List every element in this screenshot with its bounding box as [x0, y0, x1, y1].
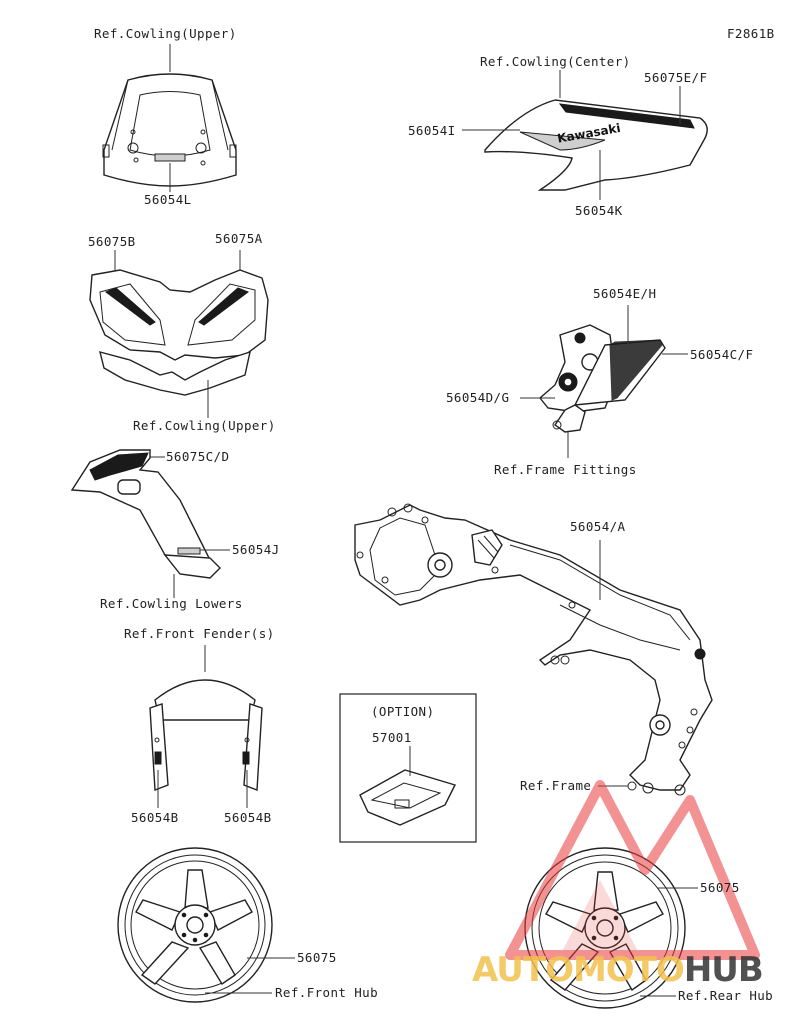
watermark: AUTOMOTOHUB [472, 950, 764, 990]
label-56054A: 56054/A [570, 519, 626, 534]
watermark-part-2: HUB [683, 950, 764, 990]
label-56054B-left: 56054B [131, 810, 179, 825]
label-56075CD: 56075C/D [166, 449, 230, 464]
label-56054CF: 56054C/F [690, 347, 754, 362]
label-56054K: 56054K [575, 203, 623, 218]
label-56054B-right: 56054B [224, 810, 272, 825]
lower-cowling [70, 449, 230, 598]
label-56054I: 56054I [408, 123, 456, 138]
watermark-logo-mark [505, 780, 760, 960]
label-ref-cowling-lowers: Ref.Cowling Lowers [100, 596, 243, 611]
label-ref-front-hub: Ref.Front Hub [275, 985, 379, 1000]
label-ref-frame-fittings: Ref.Frame Fittings [494, 462, 637, 477]
label-ref-cowling-upper-top: Ref.Cowling(Upper) [94, 26, 237, 41]
label-56054EH: 56054E/H [593, 286, 657, 301]
label-ref-frame: Ref.Frame [520, 778, 592, 793]
center-cowling: Kawasaki [462, 70, 708, 200]
label-56054L: 56054L [144, 192, 192, 207]
label-ref-rear-hub: Ref.Rear Hub [678, 988, 774, 1003]
label-57001: 57001 [372, 730, 412, 745]
label-56075A: 56075A [215, 231, 263, 246]
front-fenders [149, 645, 263, 808]
label-ref-cowling-center: Ref.Cowling(Center) [480, 54, 631, 69]
label-56054J: 56054J [232, 542, 280, 557]
windscreen [102, 44, 237, 192]
front-wheel [117, 847, 295, 1003]
label-56075-rear: 56075 [700, 880, 740, 895]
label-56075EF: 56075E/F [644, 70, 708, 85]
main-frame [354, 503, 713, 796]
figure-code: F2861B [727, 26, 775, 41]
watermark-part-1: AUTOMOTO [472, 950, 685, 990]
label-56054DG: 56054D/G [446, 390, 510, 405]
label-option: (OPTION) [371, 704, 435, 719]
upper-cowling [89, 250, 269, 418]
label-ref-cowling-upper-mid: Ref.Cowling(Upper) [133, 418, 276, 433]
label-56075-front: 56075 [297, 950, 337, 965]
option-box [339, 693, 477, 843]
label-56075B: 56075B [88, 234, 136, 249]
frame-fittings [520, 305, 688, 458]
label-ref-front-fenders: Ref.Front Fender(s) [124, 626, 275, 641]
